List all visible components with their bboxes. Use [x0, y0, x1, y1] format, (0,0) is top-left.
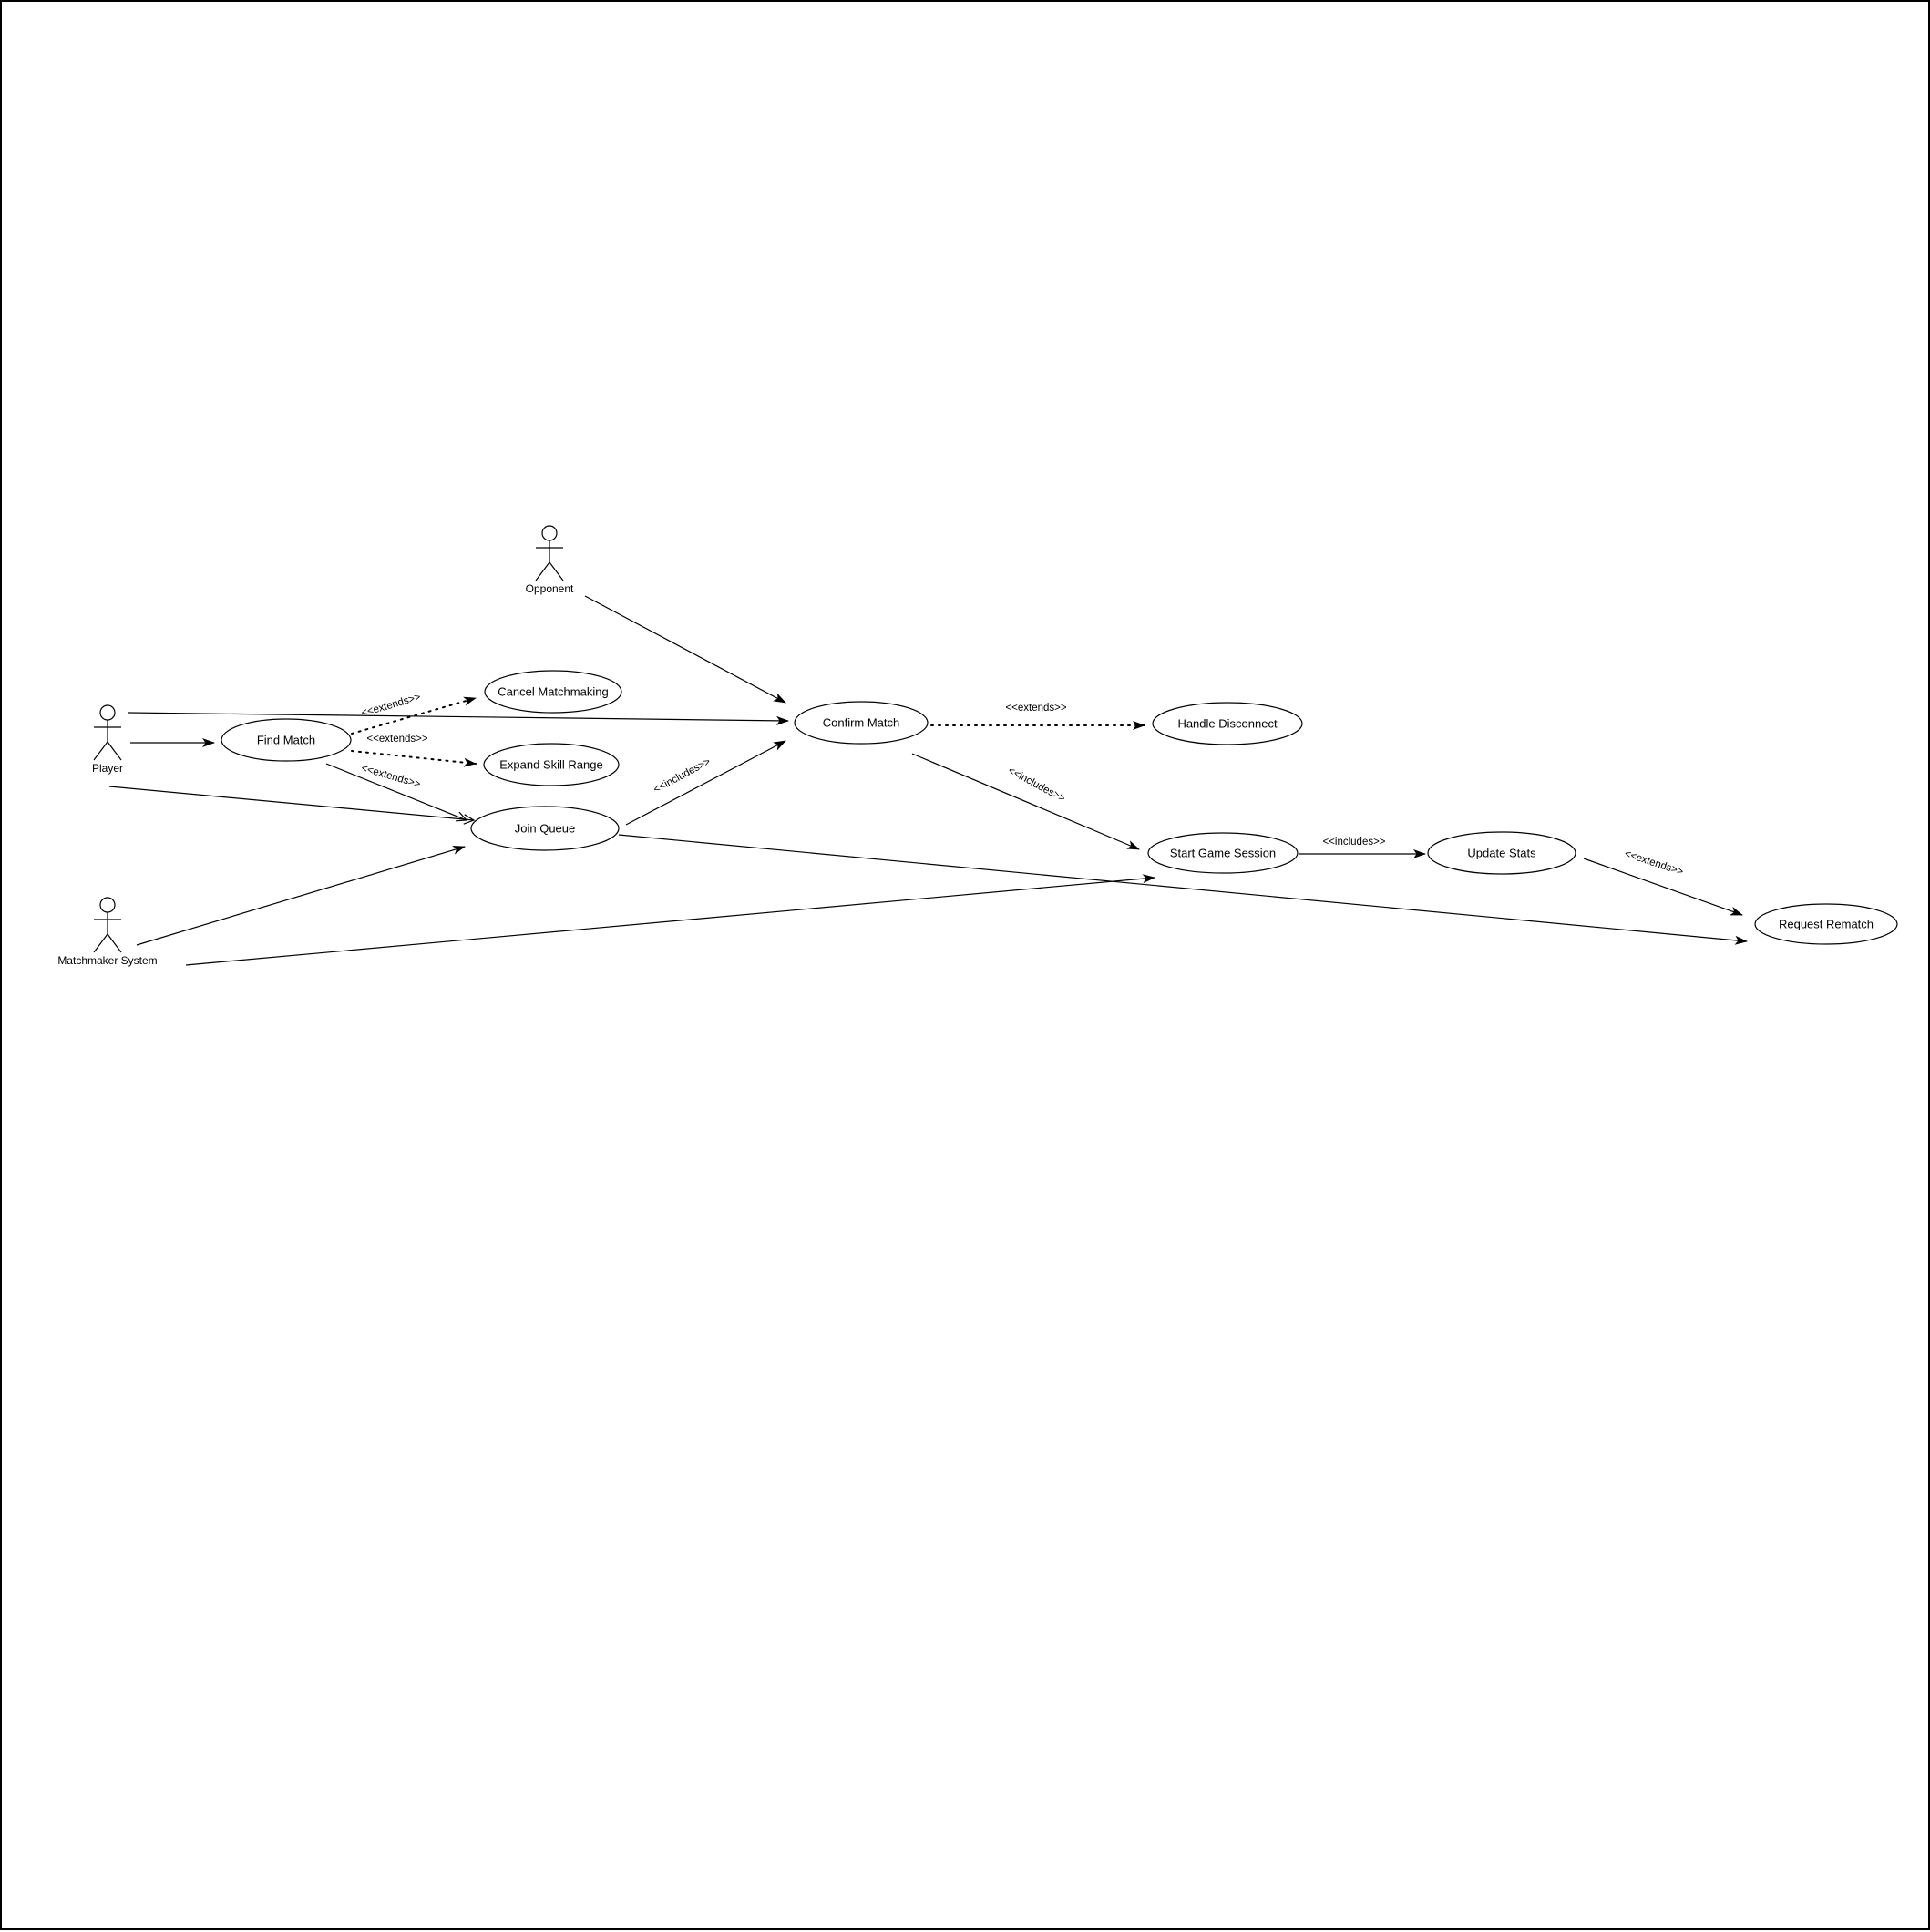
relation-player-to-join-queue — [108, 786, 476, 825]
actor-matchmaker-system[interactable]: Matchmaker System — [57, 897, 158, 967]
actor-opponent[interactable]: Opponent — [526, 525, 574, 595]
relation-line — [911, 753, 1140, 850]
use-case-join-queue[interactable]: Join Queue — [470, 806, 620, 851]
use-case-start-game-session[interactable]: Start Game Session — [1147, 832, 1299, 874]
actor-label: Matchmaker System — [57, 954, 157, 967]
use-case-ellipse — [1427, 831, 1576, 875]
use-case-label: Join Queue — [515, 822, 576, 836]
use-case-cancel-matchmaking[interactable]: Cancel Matchmaking — [484, 670, 622, 714]
relation-line — [584, 595, 786, 704]
relation-update-stats-to-request-rematch: <<extends>> — [1583, 848, 1743, 916]
stick-figure-icon — [93, 897, 122, 953]
relation-matchmaker-to-start-game-session — [185, 874, 1155, 966]
relation-find-match-to-join-queue: <<extends>> — [325, 763, 468, 822]
use-case-label: Expand Skill Range — [499, 758, 602, 772]
use-case-handle-disconnect[interactable]: Handle Disconnect — [1152, 702, 1303, 745]
relation-player-to-confirm-match — [128, 712, 789, 725]
use-case-label: Request Rematch — [1779, 918, 1874, 931]
relation-label: <<extends>> — [360, 692, 422, 719]
relation-join-queue-to-confirm-match: <<includes>> — [625, 740, 786, 826]
use-case-ellipse — [1147, 832, 1299, 874]
use-case-label: Update Stats — [1467, 847, 1536, 860]
use-case-ellipse — [484, 670, 622, 714]
relation-label: <<extends>> — [1005, 703, 1066, 714]
actor-label: Opponent — [526, 582, 574, 595]
actor-player[interactable]: Player — [92, 704, 123, 775]
relation-opponent-to-confirm-match — [584, 595, 786, 704]
relation-label: <<extends>> — [366, 734, 427, 745]
use-case-ellipse — [470, 806, 620, 851]
use-case-label: Find Match — [257, 734, 315, 747]
relation-line — [136, 845, 466, 946]
relation-label: <<extends>> — [1623, 848, 1685, 878]
relation-line — [1583, 858, 1743, 916]
use-case-label: Handle Disconnect — [1177, 717, 1278, 731]
use-case-update-stats[interactable]: Update Stats — [1427, 831, 1576, 875]
use-case-find-match[interactable]: Find Match — [221, 718, 352, 762]
use-case-ellipse — [483, 743, 620, 786]
use-case-ellipse — [1754, 903, 1898, 945]
relation-find-match-to-expand-skill-range: <<extends>> — [351, 734, 477, 767]
relation-line — [185, 874, 1155, 966]
stick-figure-icon — [93, 704, 122, 761]
use-case-ellipse — [1152, 702, 1303, 745]
use-case-label: Confirm Match — [823, 716, 900, 730]
relation-label: <<includes>> — [1322, 837, 1385, 848]
relation-line — [351, 750, 477, 767]
relation-line — [108, 786, 475, 821]
relation-start-game-session-to-update-stats: <<includes>> — [1299, 837, 1426, 858]
relation-line — [325, 763, 467, 821]
use-case-ellipse — [794, 701, 929, 745]
use-case-expand-skill-range[interactable]: Expand Skill Range — [483, 743, 620, 786]
actor-label: Player — [92, 762, 123, 775]
relation-line — [618, 834, 1748, 945]
relation-label: <<extends>> — [360, 763, 422, 790]
use-case-ellipse — [221, 718, 352, 762]
relation-label: <<includes>> — [1006, 766, 1067, 805]
relation-line — [351, 696, 477, 735]
arrow-head — [463, 814, 476, 825]
relation-label: <<includes>> — [652, 756, 713, 796]
relation-confirm-match-to-handle-disconnect: <<extends>> — [930, 703, 1145, 730]
arrow-head — [455, 811, 468, 822]
use-case-confirm-match[interactable]: Confirm Match — [794, 701, 929, 745]
relation-join-queue-to-request-rematch — [618, 834, 1748, 945]
relation-confirm-match-to-start-game-session: <<includes>> — [911, 753, 1140, 850]
use-case-label: Start Game Session — [1170, 847, 1276, 860]
relation-find-match-to-cancel-matchmaking: <<extends>> — [351, 692, 477, 735]
relation-matchmaker-to-join-queue — [136, 845, 466, 946]
use-case-label: Cancel Matchmaking — [498, 685, 608, 699]
relation-line — [625, 740, 786, 826]
stick-figure-icon — [535, 525, 564, 581]
use-case-request-rematch[interactable]: Request Rematch — [1754, 903, 1898, 945]
relation-line — [128, 712, 789, 725]
